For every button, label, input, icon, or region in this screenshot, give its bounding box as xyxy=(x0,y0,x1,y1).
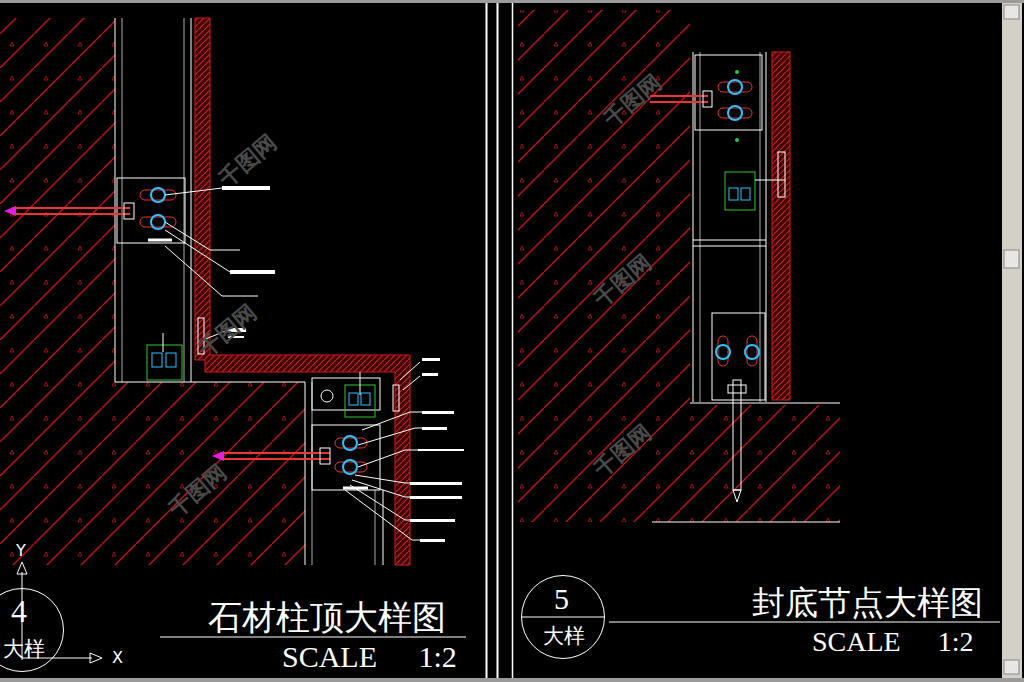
detail-circle: 4 大样 xyxy=(0,588,64,672)
scale-note: SCALE 1:2 xyxy=(282,642,457,672)
detail-label: 大样 xyxy=(3,639,45,660)
detail-number: 4 xyxy=(11,595,27,627)
detail-circle: 5 大样 xyxy=(521,575,605,659)
axis-label: Y xyxy=(16,543,26,559)
detail-number: 5 xyxy=(554,584,569,614)
drawing-title: 石材柱顶大样图 xyxy=(208,601,446,635)
scale-note: SCALE 1:2 xyxy=(812,628,973,656)
drawing-title: 封底节点大样图 xyxy=(752,587,983,620)
detail-label: 大样 xyxy=(543,626,585,647)
axis-label: X xyxy=(112,650,123,666)
watermark: 千图网 xyxy=(216,131,281,190)
